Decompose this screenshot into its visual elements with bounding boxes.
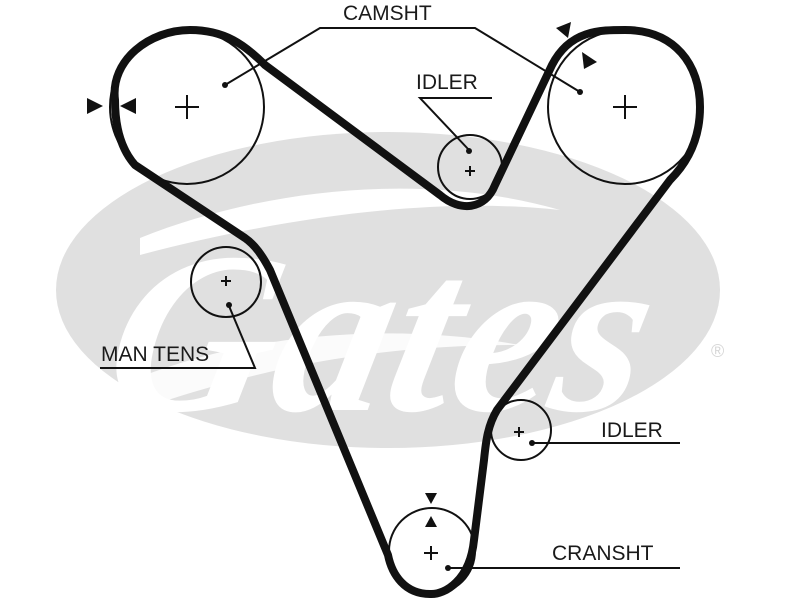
leader-camshaft xyxy=(224,27,581,93)
timing-mark-right-inner xyxy=(582,52,597,69)
logo-wordmark: Gates xyxy=(87,206,678,460)
label-camshaft: CAMSHT xyxy=(343,2,432,25)
leader-dot-tensioner xyxy=(226,302,232,308)
label-idler-top: IDLER xyxy=(416,71,478,94)
timing-mark-left-inner xyxy=(120,98,136,114)
leader-lines xyxy=(100,27,680,569)
center-cross-tensioner xyxy=(221,276,231,286)
label-idler-lower: IDLER xyxy=(601,419,663,442)
leader-dot-camshaft-right xyxy=(577,89,583,95)
center-cross-crankshaft xyxy=(424,546,438,560)
timing-mark-left-outer xyxy=(87,98,103,114)
leader-dot-idler-top xyxy=(466,148,472,154)
label-manual-tensioner: MAN TENS xyxy=(101,343,209,366)
leader-dot-crankshaft xyxy=(445,565,451,571)
logo-swoosh-lower xyxy=(100,333,520,420)
leader-dot-camshaft-left xyxy=(222,82,228,88)
timing-mark-crank-inner xyxy=(425,516,437,527)
pulley-manual-tensioner xyxy=(190,246,262,318)
timing-marks xyxy=(87,22,597,527)
center-marks xyxy=(175,95,637,560)
center-cross-camshaft-right xyxy=(613,95,637,119)
center-cross-idler-top xyxy=(465,166,475,176)
center-cross-camshaft-left xyxy=(175,95,199,119)
leader-dot-idler-lower xyxy=(529,440,535,446)
timing-mark-crank-outer xyxy=(425,493,437,504)
leader-manual-tensioner xyxy=(100,305,257,369)
timing-mark-right-outer xyxy=(556,22,571,38)
timing-belt xyxy=(110,26,704,598)
leader-dots xyxy=(222,82,583,571)
label-crankshaft: CRANSHT xyxy=(552,542,654,565)
leader-idler-top xyxy=(417,97,492,151)
registered-mark: ® xyxy=(711,341,724,361)
center-cross-idler-lower xyxy=(514,427,524,437)
